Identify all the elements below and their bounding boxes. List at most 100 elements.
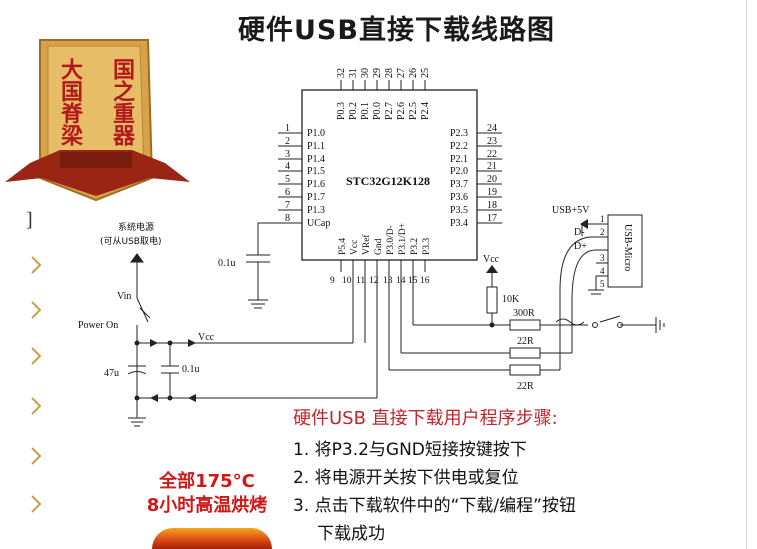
right-edge-strip <box>746 0 757 549</box>
power-on-label: Power On <box>78 320 118 331</box>
pin-label: P1.6 <box>307 179 325 190</box>
step-line: 3. 点击下载软件中的“下载/编程”按钮 <box>293 496 576 516</box>
pin-label: P0.2 <box>348 102 359 120</box>
pin-label: P2.5 <box>408 102 419 120</box>
r10k-label: 10K <box>502 294 520 305</box>
pin-label: P1.3 <box>307 205 325 216</box>
pin-label: P2.1 <box>450 154 468 165</box>
r22a-label: 22R <box>517 336 534 347</box>
pin-num: 30 <box>360 68 371 78</box>
step-line: 1. 将P3.2与GND短接按键按下 <box>293 440 527 460</box>
step-line: 2. 将电源开关按下供电或复位 <box>293 468 519 488</box>
pin-num: 26 <box>408 68 419 78</box>
switch-contact <box>592 322 598 328</box>
pin-label: P1.0 <box>307 128 325 139</box>
pin-label: P3.6 <box>450 192 468 203</box>
chip-bottom-pins <box>340 260 426 272</box>
pin-label: P1.4 <box>307 154 325 165</box>
pin-num: 24 <box>487 123 497 134</box>
pin-label: P3.7 <box>450 179 468 190</box>
pin-num: 4 <box>285 161 290 172</box>
pin-label: P2.4 <box>420 102 431 120</box>
vcc-top-label: Vcc <box>483 254 500 265</box>
usb-data-lines <box>388 223 608 376</box>
step-line: 下载成功 <box>317 524 385 544</box>
pin-label: P3.0/D- <box>386 225 396 255</box>
power-label: 系统电源 <box>118 221 154 233</box>
steps-panel: 硬件USB 直接下载用户程序步骤: 1. 将P3.2与GND短接按键按下 2. … <box>293 404 723 548</box>
chip-left-pins <box>278 132 302 224</box>
left-bar-glyph: ] <box>26 209 33 231</box>
promo-text: 全部175°C 8小时高温烘烤 <box>112 470 302 518</box>
promo-line: 全部175°C <box>159 471 255 492</box>
pin-label: Gnd <box>374 238 384 255</box>
pin-num: 11 <box>356 276 365 286</box>
pin-label: P2.0 <box>450 166 468 177</box>
badge-logo: 大国脊梁 国之重器 <box>5 39 190 202</box>
chip-top-pins <box>340 80 426 90</box>
vcc-top-arrow-icon <box>486 265 498 273</box>
power-input <box>128 253 378 427</box>
pin-num: 21 <box>487 161 497 172</box>
pin-label: P0.3 <box>336 102 347 120</box>
flame-graphic <box>152 528 272 549</box>
vcc-left-label: Vcc <box>198 332 215 343</box>
cap-47u-label: 47u <box>104 368 119 379</box>
pin-label: VRef <box>361 234 372 255</box>
r22b-label: 22R <box>517 381 534 392</box>
steps-header: 硬件USB 直接下载用户程序步骤: <box>293 408 558 429</box>
pin-num: 2 <box>285 136 290 147</box>
pin-label: P3.3 <box>422 238 432 255</box>
pin-num: 9 <box>330 276 335 286</box>
badge-left-text: 大国脊梁 <box>57 58 84 146</box>
pin-label: P2.6 <box>396 102 407 120</box>
usb-micro-label: USB-Micro <box>622 224 633 271</box>
pin-label: P1.5 <box>307 166 325 177</box>
pin-num: 17 <box>487 213 497 224</box>
r300-label: 300R <box>513 308 535 319</box>
left-chevrons <box>31 256 42 513</box>
usb-pin-num: 4 <box>600 266 605 276</box>
chip-name: STC32G12K128 <box>346 174 430 188</box>
pin-num: 20 <box>487 174 497 185</box>
usb5v-label: USB+5V <box>552 205 590 216</box>
pin-num: 27 <box>396 68 407 78</box>
usb-pin-num: 3 <box>600 253 605 263</box>
switch-arrow-icon <box>139 307 151 319</box>
page-title: 硬件USB直接下载线路图 <box>238 15 555 46</box>
pin-label: P0.0 <box>372 102 383 120</box>
chip-right-pins <box>477 132 502 224</box>
bulk-capacitors <box>127 343 179 398</box>
pin-num: 19 <box>487 187 497 198</box>
pin-num: 5 <box>285 174 290 185</box>
pin-label: P2.2 <box>450 141 468 152</box>
direction-arrows <box>150 339 196 402</box>
pin-num: 13 <box>383 276 393 286</box>
pin-num: 12 <box>369 276 379 286</box>
vin-label: Vin <box>117 291 131 302</box>
node-dot <box>489 322 495 328</box>
pin-label: P3.5 <box>450 205 468 216</box>
pin-label: P0.1 <box>360 102 371 120</box>
pin-num: 29 <box>372 68 383 78</box>
badge-right-text: 国之重器 <box>109 58 136 147</box>
switch-contact <box>617 322 623 328</box>
usb-pin-num: 1 <box>600 214 605 224</box>
usb-pin-num: 2 <box>600 227 605 237</box>
pin-num: 1 <box>285 123 290 134</box>
pin-num: 6 <box>285 187 290 198</box>
pin-label: P3.2 <box>410 238 420 255</box>
pin-num: 7 <box>285 200 290 211</box>
pin-num: 32 <box>336 68 347 78</box>
pin-label: P3.4 <box>450 218 468 229</box>
pin-num: 22 <box>487 149 497 160</box>
pin-label: UCap <box>307 218 330 229</box>
pin-num: 8 <box>285 213 290 224</box>
pin-label: P1.1 <box>307 141 325 152</box>
cap-01u-label: 0.1u <box>182 364 200 375</box>
pin-label: P1.7 <box>307 192 325 203</box>
pin-num: 23 <box>487 136 497 147</box>
usb5v-arrow-icon <box>580 219 588 229</box>
